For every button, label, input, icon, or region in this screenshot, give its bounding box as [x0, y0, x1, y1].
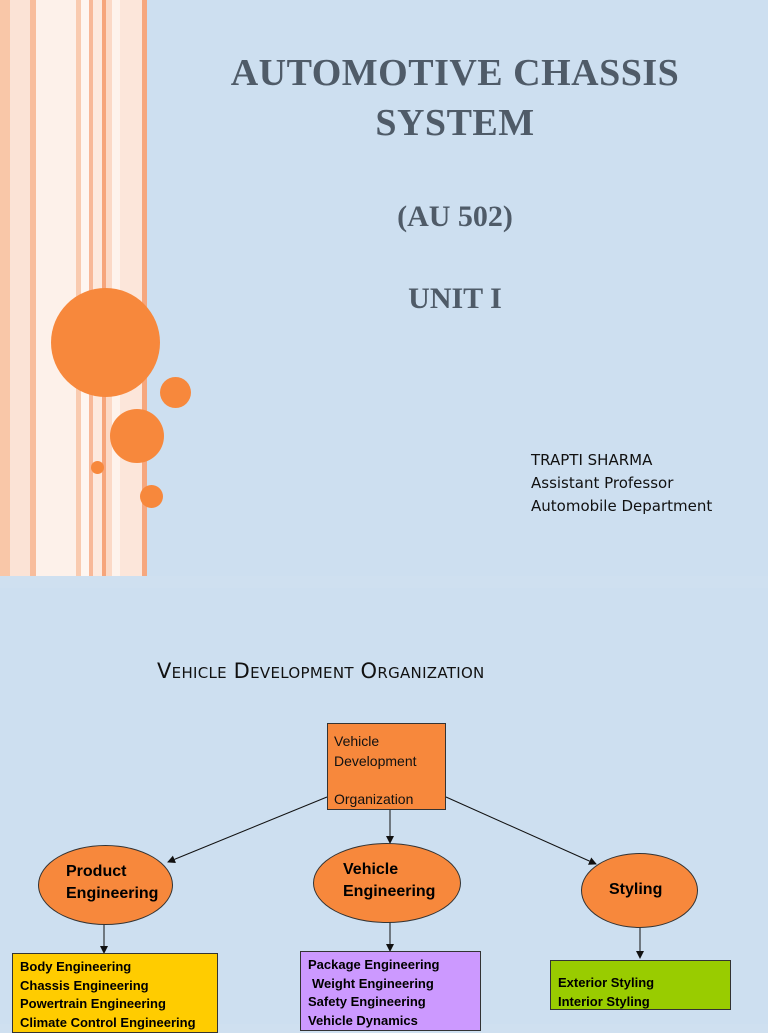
author-position: Assistant Professor [531, 474, 674, 492]
decor-circle [110, 409, 164, 463]
node-label: Engineering [343, 883, 436, 900]
author-name: TRAPTI SHARMA [531, 451, 653, 469]
heading-cap: V [157, 659, 172, 683]
decor-circle-large [51, 288, 160, 397]
list-item: Interior Styling [558, 993, 650, 1009]
course-code: (AU 502) [397, 200, 513, 233]
decor-stripe [89, 0, 93, 576]
decor-stripe [142, 0, 147, 576]
list-item: Safety Engineering [308, 994, 426, 1009]
list-item: Body Engineering [20, 959, 132, 974]
heading-rest: RGANIZATION [377, 664, 485, 682]
decor-stripe [76, 0, 81, 576]
decor-stripe [112, 0, 120, 576]
node-label: Styling [609, 881, 663, 898]
decor-circle [140, 485, 163, 508]
slide-heading: VEHICLE DEVELOPMENT ORGANIZATION [157, 659, 485, 683]
author-block: TRAPTI SHARMA Assistant Professor Automo… [531, 449, 712, 518]
heading-rest: EHICLE [171, 664, 227, 682]
node-label: Engineering [66, 885, 159, 902]
decor-stripe [0, 0, 10, 576]
heading-cap: D [233, 659, 251, 683]
root-node: Vehicle Development [327, 723, 446, 810]
root-node-line: Organization [334, 791, 414, 807]
list-item: Powertrain Engineering [20, 996, 166, 1011]
decor-stripe [36, 0, 76, 576]
product-engineering-node: Product Engineering [38, 845, 173, 925]
decor-circle [91, 461, 104, 474]
author-department: Automobile Department [531, 497, 713, 515]
decor-stripe [10, 0, 30, 576]
list-item: Weight Engineering [312, 975, 434, 991]
root-node-line: Development [334, 753, 417, 769]
unit-label: UNIT I [408, 282, 502, 315]
list-item: Exterior Styling [558, 975, 655, 990]
list-item: Chassis Engineering [20, 977, 149, 993]
connector-arrow [445, 796, 597, 865]
slide-title: AUTOMOTIVE CHASSIS SYSTEM [230, 52, 680, 144]
decor-stripe [81, 0, 89, 576]
styling-node: Styling [581, 853, 698, 928]
heading-rest: EVELOPMENT [250, 664, 354, 682]
node-label: Vehicle [343, 861, 399, 878]
list-item: Vehicle Dynamics [308, 1012, 418, 1028]
vehicle-engineering-node: Vehicle Engineering [313, 843, 461, 923]
connector-arrow [167, 796, 328, 864]
slide-separator [0, 576, 768, 588]
node-label: Product [66, 863, 127, 880]
title-slide: AUTOMOTIVE CHASSIS SYSTEM (AU 502) UNIT … [0, 0, 713, 576]
list-item: Package Engineering [308, 957, 440, 972]
root-node-line: Vehicle [334, 733, 380, 749]
list-item: Climate Control Engineering [20, 1014, 196, 1030]
decor-stripe [30, 0, 36, 576]
decor-circle [160, 377, 191, 408]
heading-cap: O [360, 659, 378, 683]
